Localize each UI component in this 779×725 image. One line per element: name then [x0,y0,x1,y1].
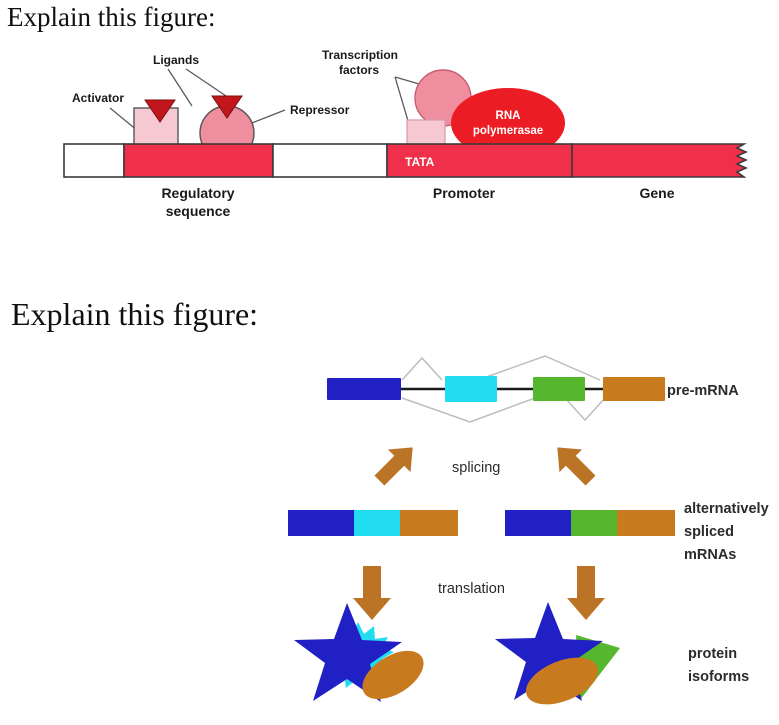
pre-mrna-exons [327,376,665,402]
mrna-left [288,510,458,536]
protein-isoforms-label-line2: isoforms [688,669,749,685]
mrna-right-exon-orange [617,510,675,536]
alt-spliced-label-line1: alternatively [684,501,769,517]
orange-ellipse-shape [362,650,424,700]
mrna-left-exon-cyan [354,510,400,536]
splice-guide-lines [401,355,606,423]
regulatory-sequence-label-line1: Regulatory [161,185,234,201]
ligands-label: Ligands [153,53,199,67]
pre-mrna-exon-orange [603,377,665,401]
dna-segment-gene [571,143,748,178]
splice-line-bottom-short [564,397,606,422]
prompt-text-second: Explain this figure: [11,296,259,332]
pre-mrna-exon-cyan [445,376,497,402]
splicing-arrow-left [374,447,413,486]
ligand-triangle-activator [144,99,176,123]
leader-lines [109,68,441,146]
splicing-arrows [374,447,596,486]
alt-spliced-label-line2: spliced [684,524,734,540]
protein-isoforms-label-line1: protein [688,646,737,662]
transcription-factors-label-line1: Transcription [322,48,398,62]
alternative-splicing-svg: pre-mRNA splicing alternatively spliced [288,355,769,705]
mrna-right-exon-green [571,510,617,536]
translation-arrows [353,566,605,620]
gene-regulation-svg: TATA RNA polymerasae Ligands Activator R… [63,48,748,219]
promoter-label: Promoter [433,185,496,201]
protein-isoform-right [495,602,620,705]
pre-mrna-label: pre-mRNA [667,383,739,399]
transcription-factors-label-line2: factors [339,63,379,77]
blue-star-shape [294,603,402,702]
mrna-right-exon-blue [505,510,571,536]
dna-bar [63,143,748,178]
gene-label: Gene [639,185,674,201]
repressor-label: Repressor [290,103,350,117]
mrna-left-exon-blue [288,510,354,536]
splicing-arrow-right [557,447,596,486]
blue-star-shape-right [495,602,603,701]
leader-repressor [251,109,286,124]
leader-ligands-left [167,68,193,107]
dna-segment-white-middle [272,143,388,178]
figure-alternative-splicing: pre-mRNA splicing alternatively spliced [0,350,779,725]
pre-mrna-exon-blue [327,378,401,400]
mrna-right [505,510,675,536]
dna-segment-regulatory [123,143,274,178]
activator-label: Activator [72,91,124,105]
orange-ellipse-shape-right [525,657,599,705]
pre-mrna-exon-green [533,377,585,401]
rna-polymerase-label-line2: polymerasae [473,125,543,137]
tata-box-label: TATA [405,155,435,169]
splice-line-bottom-long [401,397,536,423]
translation-arrow-right [567,566,605,620]
rna-polymerase-label-line1: RNA [496,110,521,122]
prompt-text-first: Explain this figure: [7,2,216,32]
dna-segment-white-left [63,143,125,178]
splice-line-top-long [477,355,601,381]
mrna-left-exon-orange [400,510,458,536]
regulatory-sequence-label-line2: sequence [166,203,231,219]
alt-spliced-label-line3: mRNAs [684,547,736,563]
rna-polymerase-ellipse [451,88,565,158]
figure-gene-regulation: TATA RNA polymerasae Ligands Activator R… [0,38,779,228]
splice-line-top-short [401,356,443,381]
splicing-step-label: splicing [452,460,500,476]
translation-step-label: translation [438,581,505,597]
ligand-triangle-repressor [211,95,243,119]
protein-isoform-left [294,603,424,702]
translation-arrow-left [353,566,391,620]
